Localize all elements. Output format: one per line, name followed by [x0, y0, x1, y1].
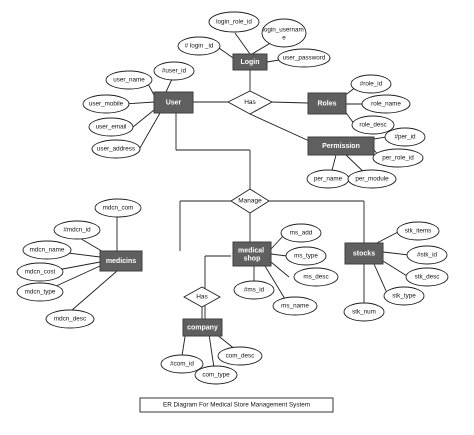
attr-login-role-id-label: login_role_id [216, 19, 252, 26]
attr-stk-type: stk_type [383, 286, 425, 306]
entity-user: User [153, 91, 194, 114]
attr-stk-items-label: stk_items [405, 228, 432, 235]
attr-com-type: com_type [194, 365, 238, 385]
entity-medical-shop-label-line2: shop [244, 255, 261, 262]
attr-per-name: per_name [306, 169, 350, 189]
attr-stk-num-label: stk_num [352, 309, 376, 316]
attr-mdcn-cost: mdcn_cost [16, 262, 64, 282]
attr-ms-add-label: ms_add [290, 230, 313, 237]
attr-stk-num: stk_num [343, 302, 385, 322]
attr-role-desc: role_desc [351, 115, 395, 135]
attr-stk-desc: stk_desc [405, 267, 449, 287]
attr-user-email: user_email [88, 117, 134, 137]
attr-user-id: #user_id [153, 61, 195, 81]
entity-medicins: medicins [99, 250, 143, 272]
attr-mdcn-id: #mdcn_id [53, 220, 101, 240]
attr-ms-type-label: ms_type [294, 253, 318, 260]
diagram-title-box: ER Diagram For Medical Store Management … [139, 397, 334, 413]
attr-mdcn-com: mdcn_com [94, 198, 142, 218]
attr-stk-id-label: #stk_id [417, 252, 437, 259]
entity-company: company [182, 318, 223, 337]
attr-mdcn-type: mdcn_type [16, 282, 64, 302]
relationship-manage: Manage [230, 188, 270, 214]
attr-mdcn-name-label: mdcn_name [30, 247, 65, 254]
attr-login-username-line2: e [282, 34, 286, 41]
entity-login: Login [232, 53, 268, 71]
relationship-manage-label: Manage [238, 198, 262, 205]
attr-ms-desc: ms_desc [293, 267, 339, 287]
attr-login-id: # login _id [177, 36, 221, 56]
attr-ms-name: ms_name [272, 296, 318, 316]
attr-mdcn-id-label: #mdcn_id [63, 227, 91, 234]
attr-ms-add: ms_add [280, 223, 322, 243]
attr-ms-id: #ms_id [233, 280, 275, 300]
attr-role-name: role_name [361, 94, 411, 114]
entity-permission: Permission [307, 136, 375, 156]
attr-login-username: login_usernam e [261, 18, 307, 48]
attr-user-email-label: user_email [96, 124, 127, 131]
attr-login-username-label: login_usernam e [262, 26, 305, 41]
entity-user-label: User [166, 99, 182, 106]
attr-ms-id-label: #ms_id [244, 287, 265, 294]
attr-per-id-label: #per_id [394, 134, 416, 141]
attr-login-role-id: login_role_id [208, 11, 260, 33]
attr-user-address-label: user_address [97, 146, 135, 153]
relationship-has-bottom: Has [183, 286, 221, 308]
entity-medical-shop: medical shop [232, 241, 272, 267]
attr-user-password: user_password [277, 48, 331, 68]
attr-role-desc-label: role_desc [359, 122, 386, 129]
attr-mdcn-name: mdcn_name [22, 240, 72, 260]
attr-stk-desc-label: stk_desc [415, 274, 440, 281]
attr-stk-id: #stk_id [406, 245, 448, 265]
entity-permission-label: Permission [322, 143, 360, 150]
entity-roles: Roles [307, 92, 347, 115]
entity-company-label: company [187, 324, 218, 331]
attr-role-name-label: role_name [371, 101, 401, 108]
attr-user-address: user_address [91, 139, 141, 159]
entity-login-label: Login [240, 59, 259, 66]
entity-roles-label: Roles [317, 100, 336, 107]
attr-ms-type: ms_type [285, 246, 327, 266]
attr-ms-name-label: ms_name [281, 303, 309, 310]
attr-user-name-label: user_name [113, 77, 145, 84]
entity-stocks: stocks [344, 242, 384, 265]
diagram-title: ER Diagram For Medical Store Management … [163, 402, 310, 409]
entity-stocks-label: stocks [353, 250, 375, 257]
relationship-has-top-label: Has [244, 99, 256, 106]
attr-com-desc-label: com_desc [226, 353, 255, 360]
attr-mdcn-desc-label: mdcn_desc [54, 316, 86, 323]
attr-com-type-label: com_type [202, 372, 230, 379]
attr-login-id-label: # login _id [185, 43, 214, 50]
attr-mdcn-com-label: mdcn_com [103, 205, 134, 212]
attr-role-id: #role_id [350, 74, 392, 94]
attr-per-name-label: per_name [314, 176, 343, 183]
attr-mdcn-desc: mdcn_desc [45, 309, 95, 329]
attr-mdcn-type-label: mdcn_type [25, 289, 56, 296]
attr-role-id-label: #role_id [360, 81, 383, 88]
attr-user-password-label: user_password [283, 55, 326, 62]
attr-user-mobile-label: user_mobile [89, 101, 124, 108]
attr-per-module-label: per_module [355, 176, 389, 183]
attr-login-username-line1: login_usernam [262, 26, 303, 33]
attr-stk-items: stk_items [396, 221, 440, 241]
entity-medical-shop-label: medical shop [238, 247, 266, 262]
attr-per-module: per_module [347, 169, 397, 189]
attr-ms-desc-label: ms_desc [303, 274, 328, 281]
relationship-has-bottom-label: Has [196, 294, 208, 301]
entity-medicins-label: medicins [106, 258, 136, 265]
attr-mdcn-cost-label: mdcn_cost [25, 269, 56, 276]
relationship-has-top: Has [227, 90, 273, 115]
attr-com-id: #com_id [160, 354, 204, 374]
attr-user-name: user_name [105, 70, 153, 90]
attr-user-id-label: #user_id [162, 68, 187, 75]
attr-user-mobile: user_mobile [82, 94, 130, 114]
attr-per-role-id-label: per_role_id [382, 155, 414, 162]
attr-stk-type-label: stk_type [392, 293, 416, 300]
entity-medical-shop-label-line1: medical [238, 247, 264, 254]
attr-com-id-label: #com_id [170, 361, 194, 368]
attr-com-desc: com_desc [217, 346, 263, 366]
attr-per-role-id: per_role_id [372, 148, 424, 168]
attr-per-id: #per_id [384, 127, 426, 147]
